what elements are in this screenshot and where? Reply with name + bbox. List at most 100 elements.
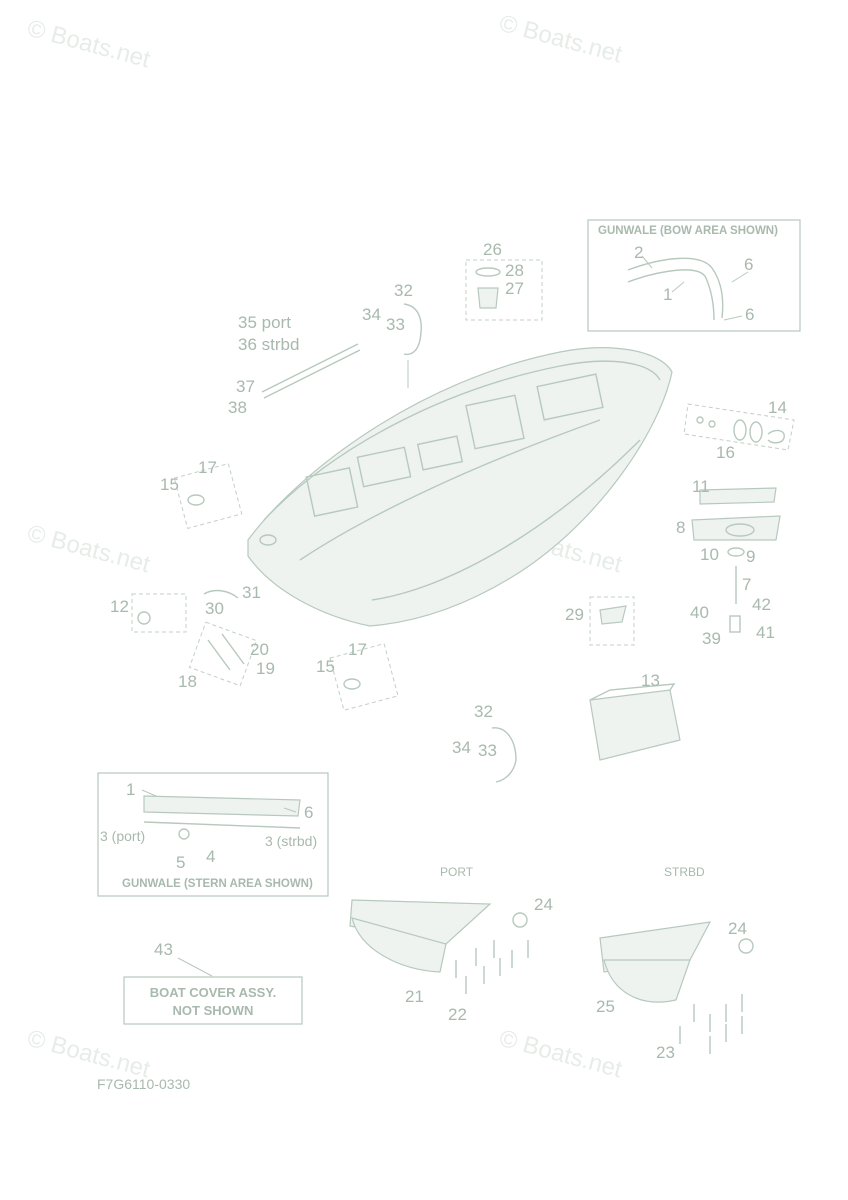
rail-group: 35 port 36 strbd 37 38 [228, 313, 361, 417]
ring-part [475, 267, 501, 277]
rail-part [261, 343, 359, 393]
callout-9: 9 [746, 547, 755, 566]
ladder-part [221, 633, 245, 665]
hull-deck-line [299, 419, 601, 561]
plate-part-8 [691, 515, 781, 541]
hinge-group-upper: 15 17 [160, 458, 243, 529]
plate-group: 11 8 10 9 7 40 42 39 41 [676, 477, 781, 648]
console-part [305, 467, 359, 517]
screw-part [708, 420, 716, 428]
ladder-dashbox [188, 621, 258, 687]
trim-plate-strbd [603, 959, 691, 1003]
callout-17: 17 [348, 640, 367, 659]
nut-port [512, 912, 528, 928]
callout-17: 17 [198, 458, 217, 477]
callout-1: 1 [126, 780, 135, 799]
callout-24: 24 [728, 919, 747, 938]
callout-23: 23 [656, 1043, 675, 1062]
hull-strake-line [371, 439, 641, 601]
callout-40: 40 [690, 603, 709, 622]
leader [731, 271, 749, 283]
callout-29: 29 [565, 605, 584, 624]
gunwale-stern-title: GUNWALE (STERN AREA SHOWN) [122, 878, 313, 890]
clip-group: 30 31 [203, 583, 261, 618]
callout-34: 34 [362, 305, 381, 324]
callout-2: 2 [634, 243, 643, 262]
callout-3-port: 3 (port) [100, 828, 145, 844]
ladder-part [207, 639, 231, 671]
seat-part [356, 446, 412, 488]
callout-30: 30 [205, 599, 224, 618]
callout-27: 27 [505, 279, 524, 298]
callout-15: 15 [160, 475, 179, 494]
bracket-group-12: 12 [110, 593, 187, 633]
callout-25: 25 [596, 997, 615, 1016]
callout-41: 41 [756, 623, 775, 642]
rail-part [263, 349, 361, 399]
latch-dashbox [683, 403, 795, 451]
leader [141, 789, 157, 797]
callout-6: 6 [744, 255, 753, 274]
stern-fastener [178, 828, 190, 840]
callout-15: 15 [316, 657, 335, 676]
grab-handle-part [491, 727, 517, 783]
hook-part [767, 429, 785, 444]
gunwale-stern-frame [97, 772, 329, 897]
leader [283, 807, 297, 813]
grommet-part [727, 547, 745, 557]
gunwale-bow-title: GUNWALE (BOW AREA SHOWN) [598, 225, 778, 237]
bow-seat-part [536, 373, 604, 421]
plate-part-11 [699, 487, 777, 505]
hinge-dashbox [173, 463, 243, 529]
latch-panel-group: 14 16 [683, 398, 795, 462]
switch-group: 29 [565, 596, 635, 646]
hinge-part [343, 678, 361, 690]
callout-35: 35 port [238, 313, 291, 332]
callout-8: 8 [676, 518, 685, 537]
cooler-lid [589, 683, 676, 701]
callout-21: 21 [405, 987, 424, 1006]
strbd-label: STRBD [664, 865, 705, 879]
callout-43: 43 [154, 940, 173, 959]
grab-handle-upper: 32 34 33 [362, 281, 422, 388]
bracket-knob [137, 611, 151, 625]
callout-6: 6 [745, 305, 754, 324]
callout-18: 18 [178, 672, 197, 691]
screw-part [696, 416, 704, 424]
nut-strbd [738, 938, 754, 954]
callout-7: 7 [742, 575, 751, 594]
watermark-bottom-left: © Boats.net [24, 1025, 153, 1084]
trim-tab-port: PORT 24 21 22 [349, 865, 553, 1024]
callout-31: 31 [242, 583, 261, 602]
callout-33: 33 [478, 741, 497, 760]
gunwale-trim-lower [627, 269, 715, 321]
callout-6: 6 [304, 803, 313, 822]
callout-12: 12 [110, 597, 129, 616]
hull-gunwale-line [263, 360, 661, 521]
cup-holder-dashbox [465, 259, 543, 321]
bracket-part [729, 615, 741, 633]
clip-part [203, 589, 239, 599]
ladder-group: 18 19 20 [178, 621, 275, 691]
watermark-bottom-right: © Boats.net [496, 1025, 625, 1084]
bracket-dashbox [131, 593, 187, 633]
latch-part [749, 421, 763, 443]
latch-part [733, 419, 747, 441]
callout-24: 24 [534, 895, 553, 914]
callout-22: 22 [448, 1005, 467, 1024]
callout-19: 19 [256, 659, 275, 678]
gunwale-trim-upper [627, 257, 724, 319]
callout-1: 1 [663, 285, 672, 304]
port-label: PORT [440, 865, 474, 879]
hull-body [247, 347, 673, 627]
gunwale-stern-inset: 1 6 3 (port) 3 (strbd) 4 5 GUNWALE (STER… [97, 772, 329, 897]
callout-10: 10 [700, 545, 719, 564]
cup-holder-group: 26 28 27 [465, 240, 543, 321]
seat-part [416, 435, 464, 471]
boat-hull [247, 347, 673, 627]
grab-handle-part [403, 303, 422, 356]
stern-hole-part [259, 534, 277, 546]
boat-cover-line2: NOT SHOWN [173, 1003, 254, 1018]
callout-33: 33 [386, 315, 405, 334]
hinge-dashbox [329, 643, 399, 711]
